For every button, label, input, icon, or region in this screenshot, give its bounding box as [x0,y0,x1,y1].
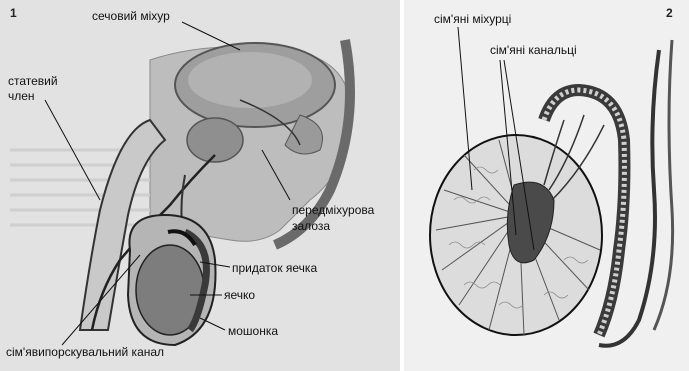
label-penis-line1: статевий [8,75,58,88]
label-bladder: сечовий міхур [92,10,170,23]
label-scrotum: мошонка [228,325,278,338]
panel-2-number: 2 [666,6,673,20]
panel-1-number: 1 [10,6,17,20]
panel-2-testis-section: 2 сім'яні міхурці сім'яні канальці [404,0,689,371]
label-prostate-line1: передміхурова [292,204,374,217]
label-seminiferous-tubules: сім'яні канальці [490,44,577,57]
label-penis-line2: член [8,90,35,103]
label-seminal-vesicles: сім'яні міхурці [434,13,511,26]
sagittal-section-drawing [0,0,400,371]
bladder-inner [188,52,312,108]
label-ejaculatory-duct: сім'явипорскувальний канал [6,346,164,359]
panel-1-sagittal-section: 1 сечовий міхур статевий член передміхур… [0,0,400,371]
label-testis: яечко [224,289,255,302]
label-prostate-line2: залоза [292,220,330,233]
label-epididymis: придаток яечка [232,262,317,275]
